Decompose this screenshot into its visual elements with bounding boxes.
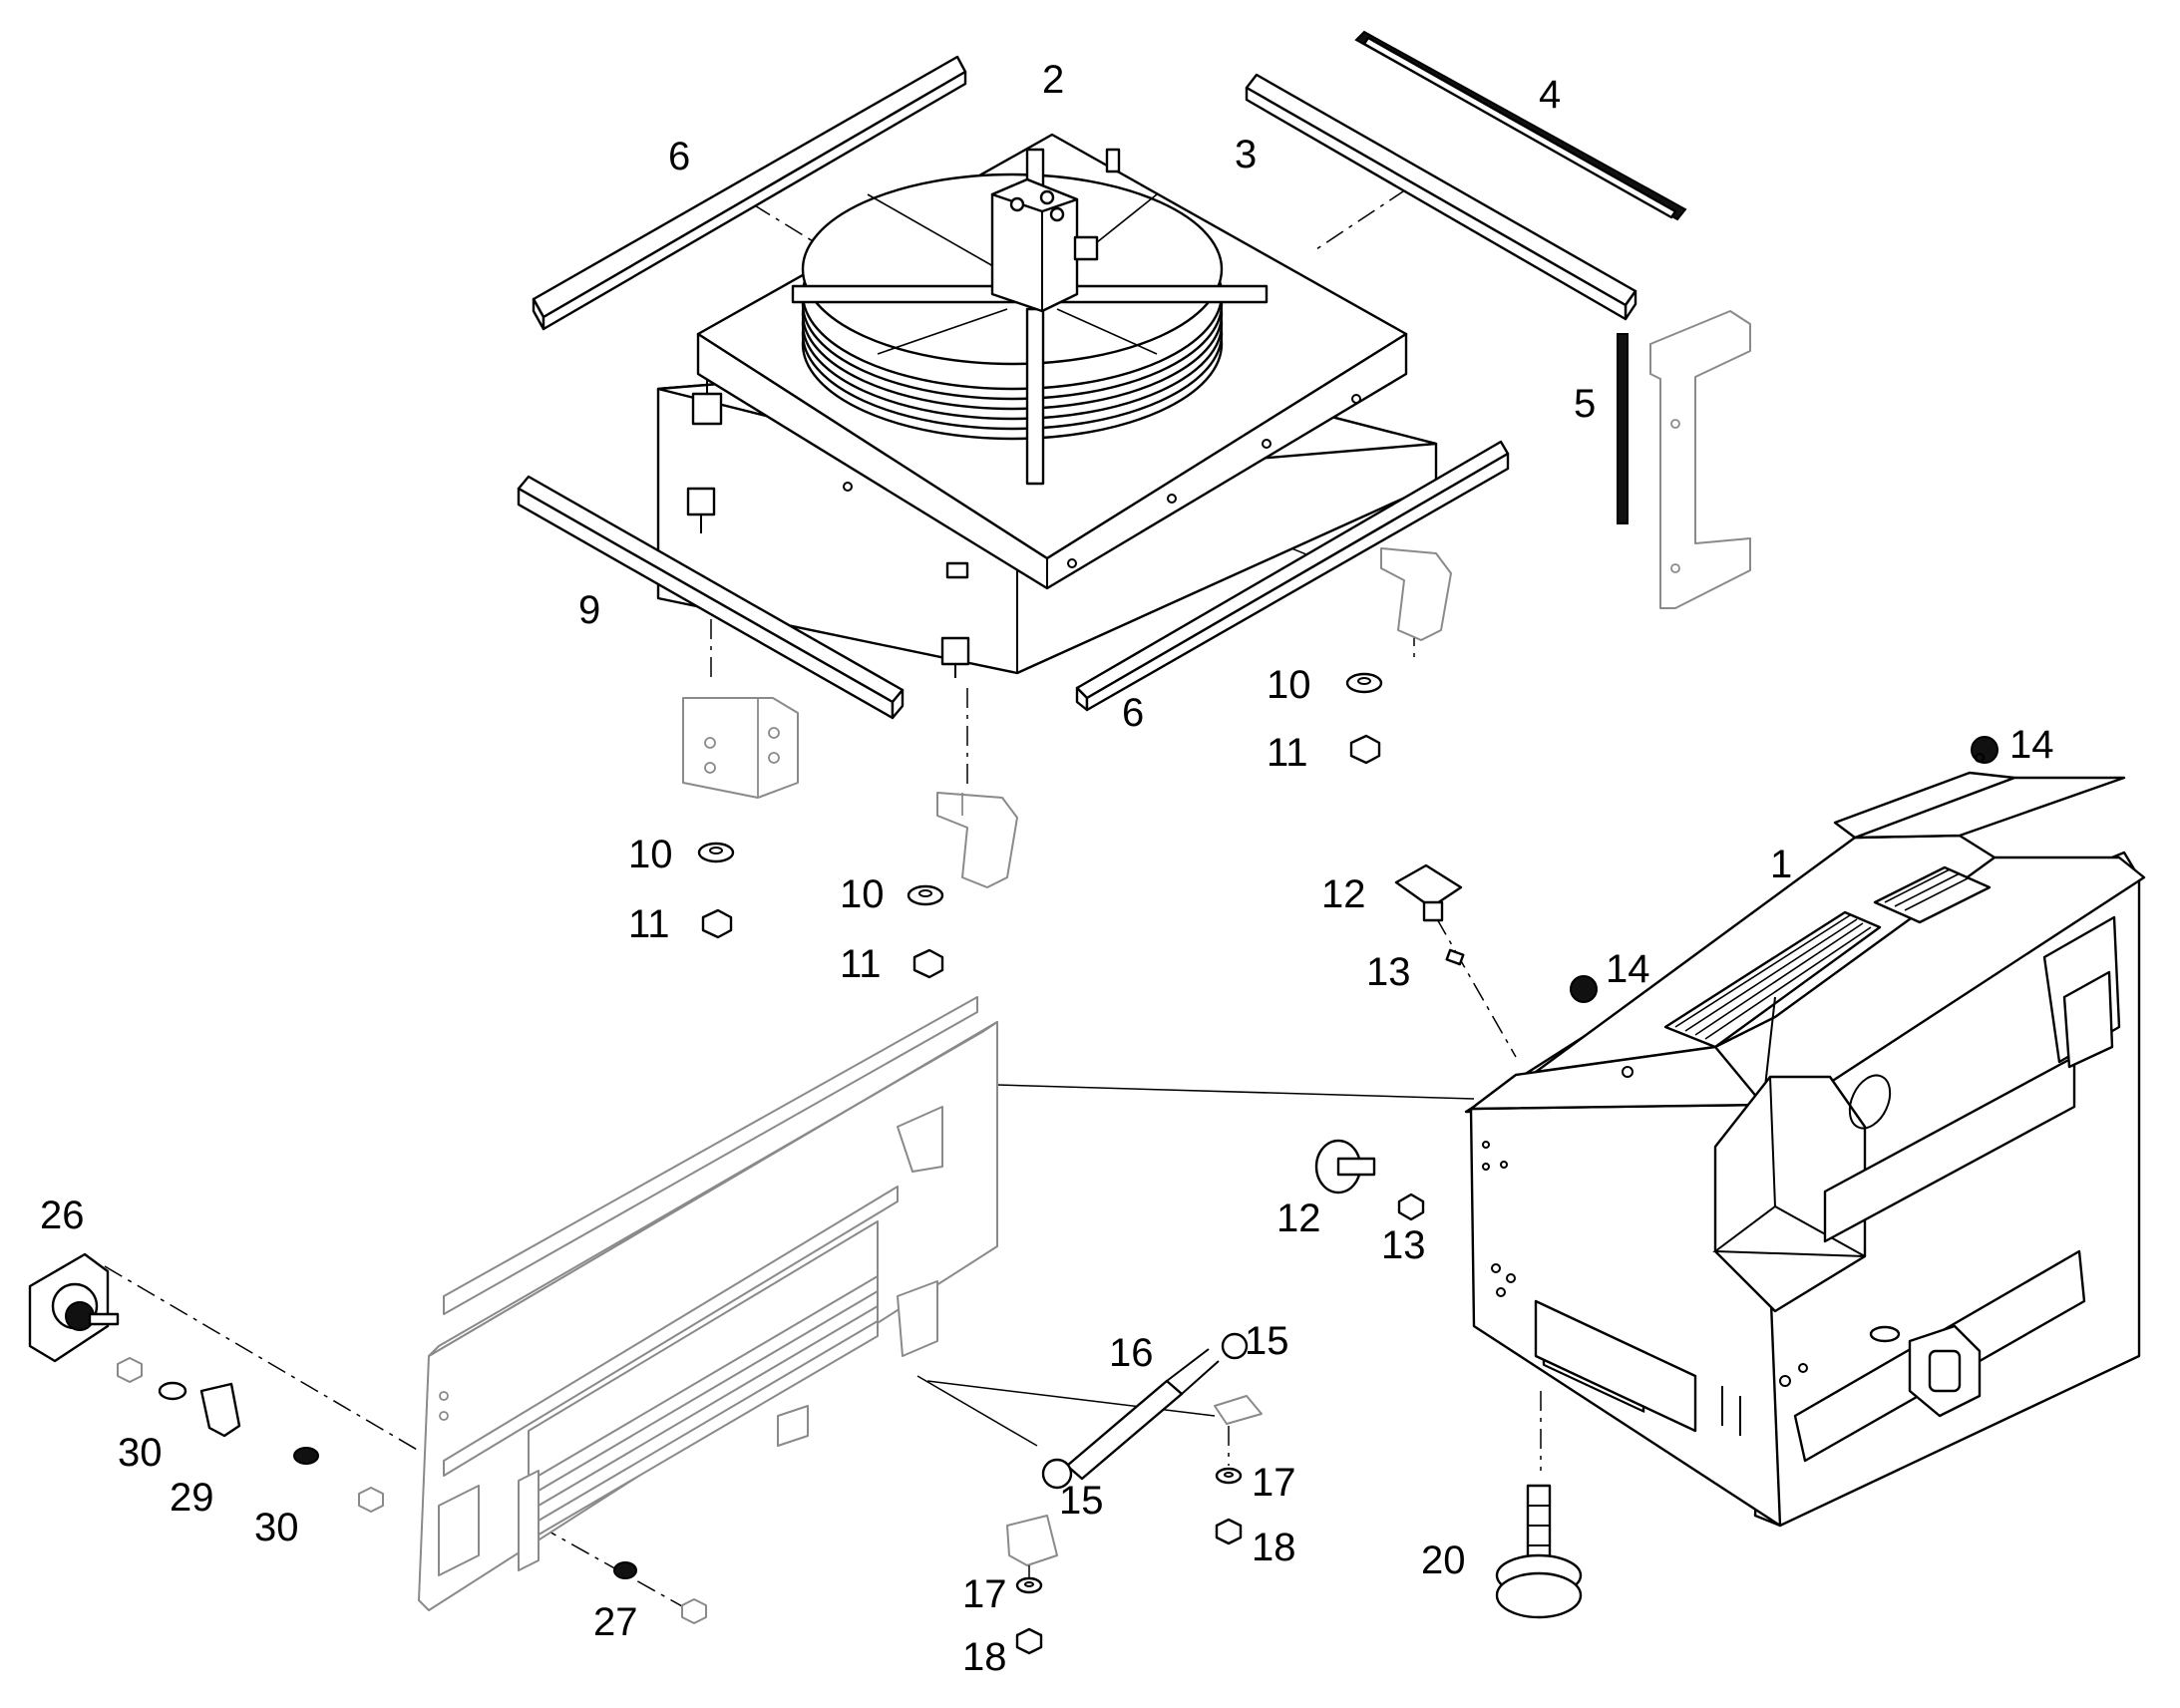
callout-26: 26: [40, 1194, 85, 1237]
cam-29: [199, 1382, 241, 1438]
callout-6-lower: 6: [1122, 691, 1144, 735]
seal-strip-3: [1245, 73, 1637, 321]
bracket-left: [682, 697, 799, 799]
bracket-right: [1380, 547, 1452, 641]
callout-10-right: 10: [1267, 663, 1311, 707]
rubber-seal-4: [1354, 30, 1687, 221]
callout-18-right: 18: [1252, 1526, 1296, 1569]
callout-17-left: 17: [962, 1572, 1007, 1616]
callout-30-left: 30: [118, 1431, 163, 1475]
gas-spring-16: [1006, 1332, 1263, 1566]
callout-labels: 1 2 3 4 5 6 6 9 10 11 10 11 10 11 12 13 …: [40, 58, 2054, 1679]
fan-cooler-assembly: [656, 133, 1438, 678]
gas-spring-hardware: [1015, 1426, 1243, 1655]
washers-and-nuts: [697, 672, 1998, 1619]
side-door-panel: [418, 996, 998, 1611]
bumper-12-lower: [1314, 1139, 1376, 1195]
callout-30-right: 30: [254, 1506, 299, 1549]
callout-5: 5: [1574, 382, 1596, 426]
callout-17-right: 17: [1252, 1461, 1296, 1505]
callout-3: 3: [1235, 133, 1257, 176]
washer-30-b: [293, 1447, 319, 1465]
lock-26: [28, 1252, 120, 1363]
seal-strips: [517, 30, 1687, 720]
callout-11-right: 11: [1267, 731, 1308, 775]
callout-4: 4: [1539, 73, 1561, 117]
vent-grille: [1663, 910, 1882, 1049]
nut-30-gray: [117, 1357, 143, 1383]
leveling-foot-20: [1495, 1484, 1583, 1619]
callout-13-upper: 13: [1366, 950, 1411, 994]
callout-15-lower: 15: [1059, 1479, 1104, 1523]
washer-27: [613, 1561, 637, 1579]
seal-strip-6-lower: [1075, 440, 1510, 712]
nut-27-gray: [681, 1598, 707, 1624]
cap-14-top: [1971, 736, 1998, 764]
washer-30-a: [158, 1381, 187, 1401]
nut-gray-lock: [358, 1487, 384, 1513]
callout-2: 2: [1042, 58, 1064, 102]
callout-16: 16: [1109, 1331, 1154, 1375]
callout-14-top: 14: [2009, 723, 2054, 767]
mounting-brackets: [682, 547, 1452, 888]
seal-strip-9: [517, 475, 905, 720]
callout-11-center: 11: [840, 942, 882, 986]
callout-20: 20: [1421, 1538, 1466, 1582]
cap-14-mid: [1570, 975, 1598, 1003]
callout-1: 1: [1770, 843, 1792, 886]
main-housing: [1464, 753, 2146, 1528]
pin-13-upper: [1445, 948, 1465, 966]
callout-13-lower: 13: [1381, 1223, 1426, 1267]
callout-9: 9: [578, 588, 600, 632]
callout-18-left: 18: [962, 1635, 1007, 1679]
rubber-seal-5: [1617, 333, 1629, 524]
callout-10-left: 10: [628, 833, 673, 876]
hydraulic-motor: [990, 148, 1121, 313]
vent-grille-top: [1873, 865, 1992, 924]
callout-10-center: 10: [840, 872, 885, 916]
seal-strip-6-upper: [532, 55, 967, 331]
lock-assembly: [28, 1252, 707, 1624]
latch-handle: [1908, 1324, 1982, 1418]
callout-6-upper: 6: [668, 135, 690, 178]
bracket-center: [936, 792, 1018, 888]
side-bracket: [1649, 310, 1751, 609]
mounting-pins: [686, 379, 970, 678]
callout-14-mid: 14: [1606, 947, 1650, 991]
knob-12-upper: [1394, 863, 1463, 922]
callout-12-lower: 12: [1276, 1196, 1321, 1240]
callout-15-upper: 15: [1245, 1319, 1289, 1363]
callout-12-upper: 12: [1321, 872, 1366, 916]
callout-27: 27: [593, 1600, 638, 1644]
callout-11-left: 11: [628, 902, 670, 946]
callout-29: 29: [170, 1476, 214, 1520]
nut-13-lower: [1397, 1193, 1425, 1221]
